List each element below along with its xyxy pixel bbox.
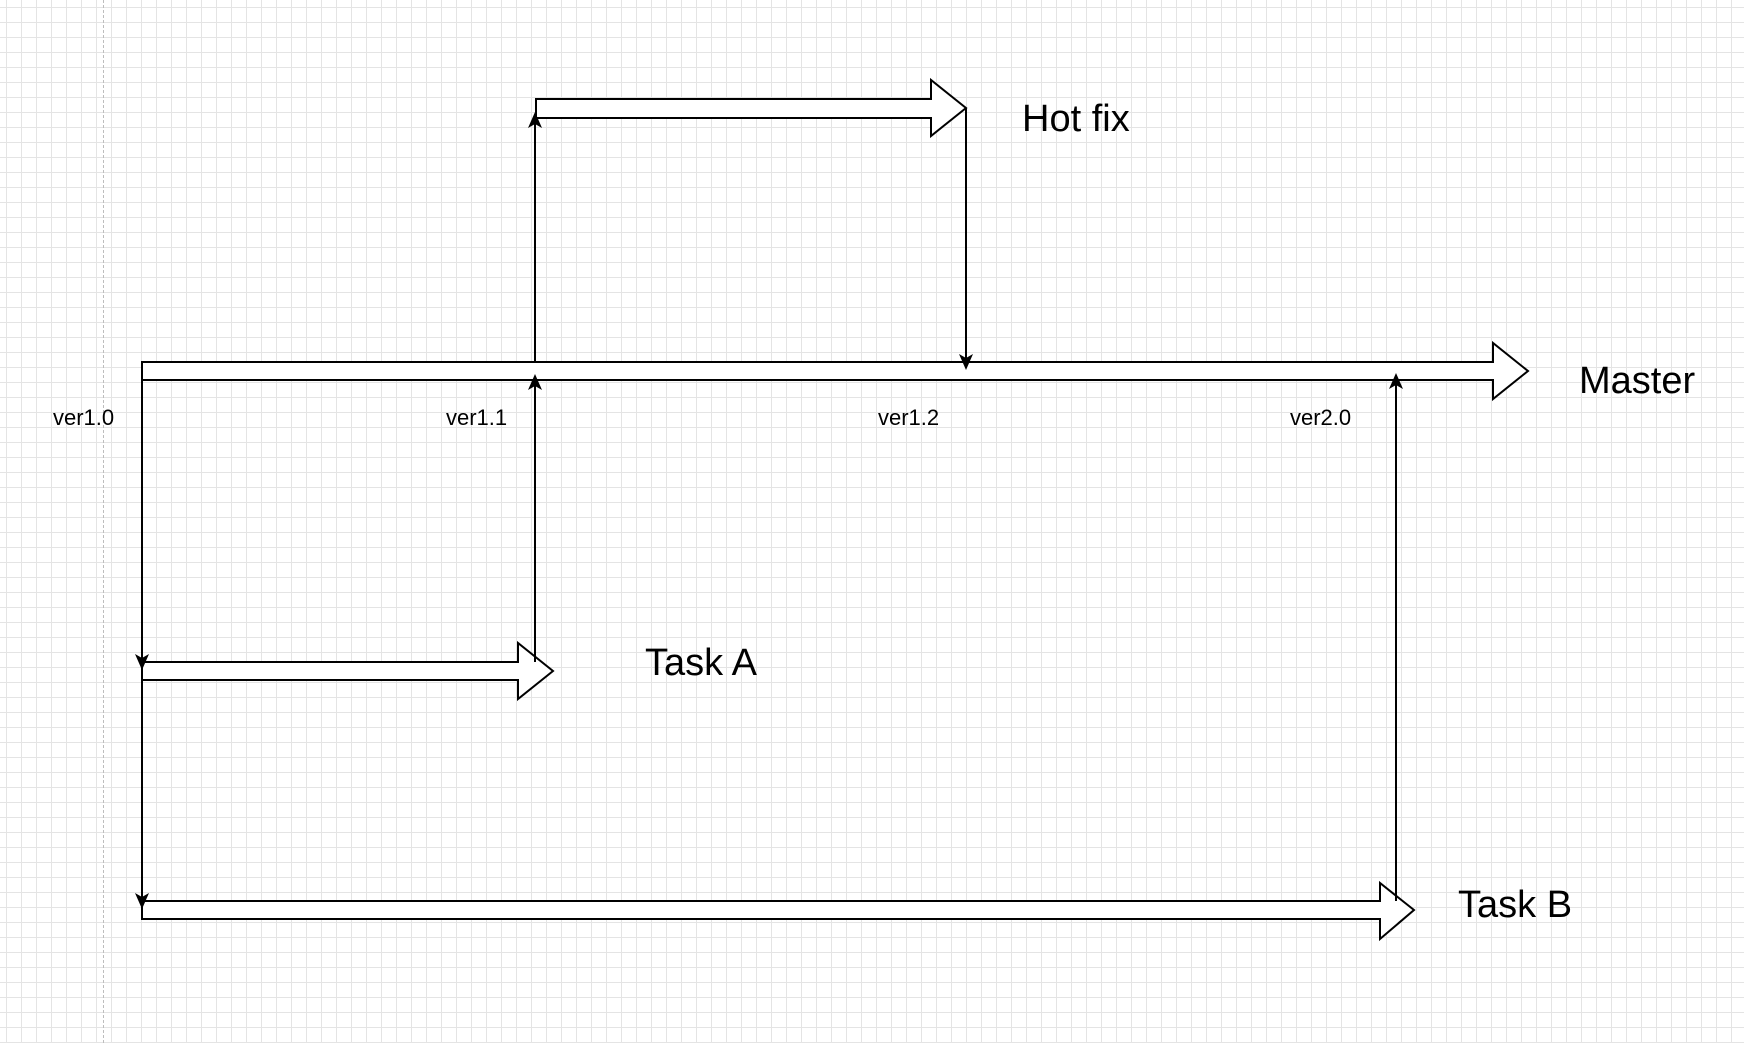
arrowhead-up-icon xyxy=(1389,373,1403,389)
version-label: ver2.0 xyxy=(1290,405,1351,430)
arrowhead-down-icon xyxy=(135,893,149,909)
hotfix-label: Hot fix xyxy=(1022,98,1130,140)
task-b-label: Task B xyxy=(1458,884,1572,926)
arrowhead-down-icon xyxy=(959,354,973,370)
master-branch-arrow[interactable] xyxy=(141,340,1530,402)
version-label: ver1.0 xyxy=(53,405,114,430)
hotfix-branch-arrow[interactable] xyxy=(535,77,968,139)
master-label: Master xyxy=(1579,360,1695,402)
version-label: ver1.2 xyxy=(878,405,939,430)
task-b-branch-arrow[interactable] xyxy=(141,880,1416,942)
arrowhead-up-icon xyxy=(528,112,542,128)
task-a-label: Task A xyxy=(645,642,758,684)
version-label: ver1.1 xyxy=(446,405,507,430)
task-a-branch-arrow[interactable] xyxy=(141,640,555,702)
arrowhead-up-icon xyxy=(528,374,542,390)
page-guide-line xyxy=(103,0,104,1043)
arrowhead-down-icon xyxy=(135,654,149,670)
